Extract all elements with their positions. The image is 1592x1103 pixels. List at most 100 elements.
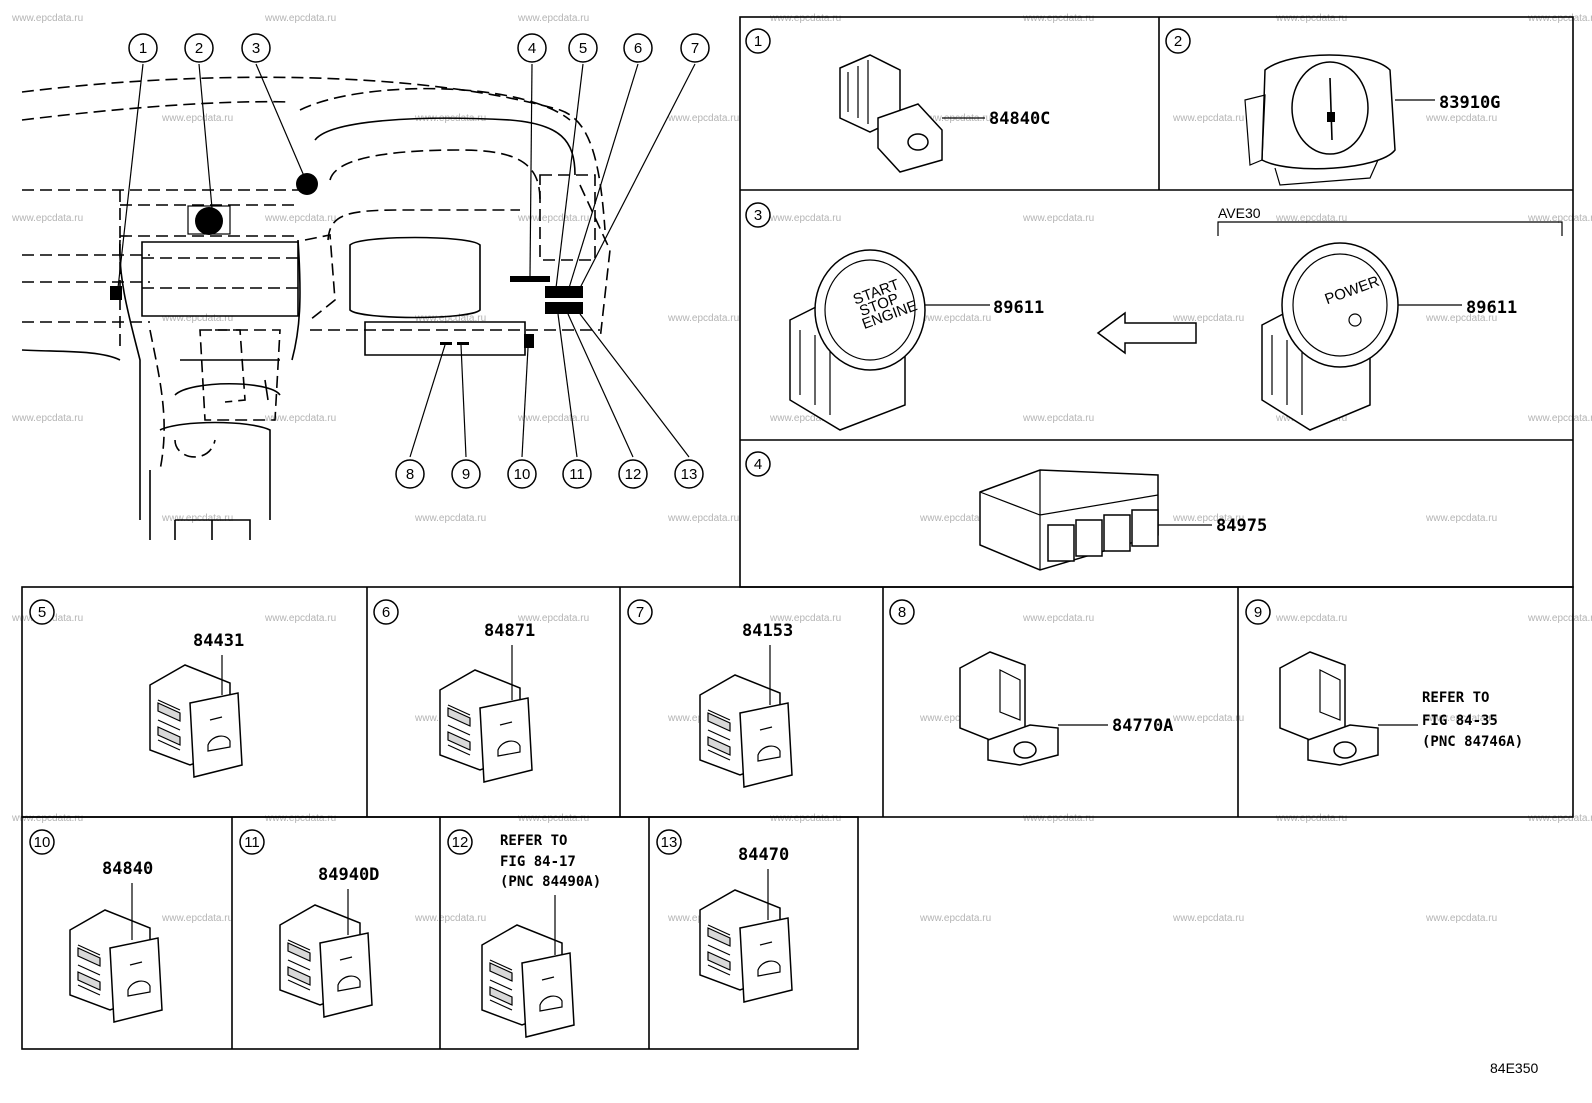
panel-4-illustration <box>979 469 1212 571</box>
panel-callout-4: 4 <box>745 451 771 477</box>
callout-circle <box>656 829 682 855</box>
callout-circle <box>447 829 473 855</box>
panel-callout-12: 12 <box>447 829 473 855</box>
panel-1-part-number: 84840C <box>989 109 1050 129</box>
watermark-text: www.epcdata.ru <box>264 213 336 224</box>
callout-number: 9 <box>1254 604 1262 621</box>
watermark-text: www.epcdata.ru <box>769 213 841 224</box>
watermark-text: www.epcdata.ru <box>1527 613 1592 624</box>
overview-callout-10: 10 <box>507 459 537 489</box>
panel-callout-1: 1 <box>745 28 771 54</box>
watermark-text: www.epcdata.ru <box>161 113 233 124</box>
watermark-text: www.epcdata.ru <box>11 413 83 424</box>
watermark-text: www.epcdata.ru <box>1425 913 1497 924</box>
overview-callout-3: 3 <box>241 33 271 63</box>
callout-number: 4 <box>528 40 536 57</box>
callout-number: 7 <box>636 604 644 621</box>
watermark-layer: www.epcdata.ru www.epcdata.ru www.epcdata.… <box>11 13 1592 924</box>
callout-circle <box>517 33 547 63</box>
panel-4-part-number: 84975 <box>1216 516 1267 536</box>
callout-number: 12 <box>625 466 642 483</box>
switch-illustrations <box>69 645 793 1038</box>
watermark-text: www.epcdata.ru <box>11 213 83 224</box>
callout-circle <box>623 33 653 63</box>
watermark-text: www.epcdata.ru <box>11 13 83 24</box>
panel-6-illustration <box>439 645 533 783</box>
panel-9-note-line-3: (PNC 84746A) <box>1422 734 1523 750</box>
callout-circle <box>680 33 710 63</box>
callout-circle <box>618 459 648 489</box>
callout-circle <box>562 459 592 489</box>
overview-callout-9: 9 <box>451 459 481 489</box>
watermark-text: www.epcdata.ru <box>161 913 233 924</box>
watermark-text: www.epcdata.ru <box>517 213 589 224</box>
watermark-text: www.epcdata.ru <box>769 13 841 24</box>
callout-number: 2 <box>1174 33 1182 50</box>
watermark-text: www.epcdata.ru <box>1275 813 1347 824</box>
watermark-text: www.epcdata.ru <box>264 413 336 424</box>
watermark-text: www.epcdata.ru <box>1022 813 1094 824</box>
panel-9-note-line-1: REFER TO <box>1422 690 1489 706</box>
watermark-text: www.epcdata.ru <box>1425 513 1497 524</box>
callout-circle <box>568 33 598 63</box>
panel-3-variant-label: AVE30 <box>1218 205 1261 221</box>
callout-number: 3 <box>754 207 762 224</box>
panel-callout-13: 13 <box>656 829 682 855</box>
callout-circle <box>373 599 399 625</box>
panel-callout-8: 8 <box>889 599 915 625</box>
overview-callout-7: 7 <box>680 33 710 63</box>
watermark-text: www.epcdata.ru <box>264 813 336 824</box>
panel-6-part-number: 84871 <box>484 621 535 641</box>
panel-12-note-line-3: (PNC 84490A) <box>500 874 601 890</box>
panel-11-illustration <box>279 889 373 1018</box>
dashboard-overview <box>21 63 696 540</box>
callout-circle <box>627 599 653 625</box>
callout-circle <box>29 829 55 855</box>
panel-callout-2: 2 <box>1165 28 1191 54</box>
overview-callout-1: 1 <box>128 33 158 63</box>
panel-12-note-line-1: REFER TO <box>500 833 567 849</box>
panel-callout-9: 9 <box>1245 599 1271 625</box>
panel-callout-7: 7 <box>627 599 653 625</box>
panel-12-note-line-2: FIG 84-17 <box>500 854 576 870</box>
watermark-text: www.epcdata.ru <box>1022 213 1094 224</box>
callout-number: 10 <box>34 834 51 851</box>
watermark-text: www.epcdata.ru <box>414 513 486 524</box>
watermark-text: www.epcdata.ru <box>1527 413 1592 424</box>
callout-circle <box>507 459 537 489</box>
callout-number: 8 <box>406 466 414 483</box>
callout-circle <box>889 599 915 625</box>
watermark-text: www.epcdata.ru <box>1172 313 1244 324</box>
panel-7-part-number: 84153 <box>742 621 793 641</box>
watermark-text: www.epcdata.ru <box>414 913 486 924</box>
watermark-text: www.epcdata.ru <box>769 613 841 624</box>
panel-10-part-number: 84840 <box>102 859 153 879</box>
callout-circle <box>745 202 771 228</box>
callout-circle <box>241 33 271 63</box>
watermark-text: www.epcdata.ru <box>264 13 336 24</box>
callout-number: 12 <box>452 834 469 851</box>
callout-circle <box>745 28 771 54</box>
watermark-text: www.epcdata.ru <box>517 613 589 624</box>
panel-7-illustration <box>699 645 793 788</box>
watermark-text: www.epcdata.ru <box>919 313 991 324</box>
watermark-text: www.epcdata.ru <box>1527 813 1592 824</box>
watermark-text: www.epcdata.ru <box>1275 13 1347 24</box>
watermark-text: www.epcdata.ru <box>769 813 841 824</box>
watermark-text: www.epcdata.ru <box>1527 213 1592 224</box>
watermark-text: www.epcdata.ru <box>1172 113 1244 124</box>
figure-code: 84E350 <box>1490 1060 1538 1076</box>
watermark-text: www.epcdata.ru <box>1275 213 1347 224</box>
watermark-text: www.epcdata.ru <box>1425 113 1497 124</box>
watermark-text: www.epcdata.ru <box>1527 13 1592 24</box>
overview-callout-2: 2 <box>184 33 214 63</box>
watermark-text: www.epcdata.ru <box>1425 313 1497 324</box>
callout-circle <box>395 459 425 489</box>
watermark-text: www.epcdata.ru <box>667 313 739 324</box>
callout-number: 13 <box>681 466 698 483</box>
panel-1-illustration <box>839 54 985 173</box>
panel-3-alt-part-number: 89611 <box>1466 298 1517 318</box>
